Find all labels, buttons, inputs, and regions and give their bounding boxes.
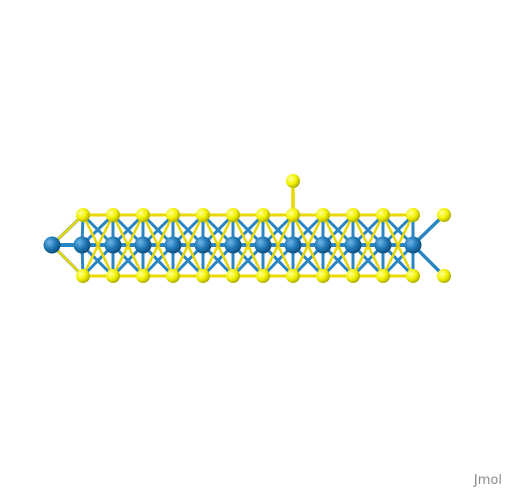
metal-atom[interactable] [404,236,422,254]
sulfur-atom[interactable] [226,269,240,283]
bond [231,213,265,278]
sulfur-atom[interactable] [256,269,270,283]
bonds-layer [50,179,446,278]
sulfur-atom[interactable] [106,269,120,283]
sulfur-atom[interactable] [136,208,150,222]
jmol-watermark: Jmol [473,473,502,488]
bond [291,213,325,278]
bond [141,213,175,278]
metal-atom[interactable] [224,236,242,254]
bond [321,213,355,278]
bond [171,213,205,278]
metal-atom[interactable] [43,236,61,254]
bond [261,213,295,278]
metal-atom[interactable] [104,236,122,254]
sulfur-atom[interactable] [437,269,451,283]
metal-atom[interactable] [194,236,212,254]
atoms-layer [43,174,451,283]
sulfur-atom[interactable] [256,208,270,222]
sulfur-atom[interactable] [406,208,420,222]
bond [351,213,385,278]
bond [201,213,235,278]
sulfur-atom[interactable] [346,208,360,222]
sulfur-atom[interactable] [286,174,300,188]
metal-atom[interactable] [284,236,302,254]
metal-atom[interactable] [344,236,362,254]
sulfur-atom[interactable] [136,269,150,283]
sulfur-atom[interactable] [437,208,451,222]
metal-atom[interactable] [134,236,152,254]
metal-atom[interactable] [73,236,91,254]
sulfur-atom[interactable] [166,269,180,283]
metal-atom[interactable] [254,236,272,254]
sulfur-atom[interactable] [286,269,300,283]
metal-atom[interactable] [374,236,392,254]
sulfur-atom[interactable] [316,269,330,283]
sulfur-atom[interactable] [376,208,390,222]
sulfur-atom[interactable] [196,269,210,283]
sulfur-atom[interactable] [196,208,210,222]
sulfur-atom[interactable] [76,208,90,222]
sulfur-atom[interactable] [166,208,180,222]
bond [81,213,115,278]
sulfur-atom[interactable] [376,269,390,283]
sulfur-atom[interactable] [226,208,240,222]
sulfur-atom[interactable] [346,269,360,283]
sulfur-atom[interactable] [406,269,420,283]
sulfur-atom[interactable] [316,208,330,222]
bond [381,213,415,278]
bond [111,213,145,278]
metal-atom[interactable] [164,236,182,254]
sulfur-atom[interactable] [106,208,120,222]
sulfur-atom[interactable] [286,208,300,222]
metal-atom[interactable] [314,236,332,254]
sulfur-atom[interactable] [76,269,90,283]
